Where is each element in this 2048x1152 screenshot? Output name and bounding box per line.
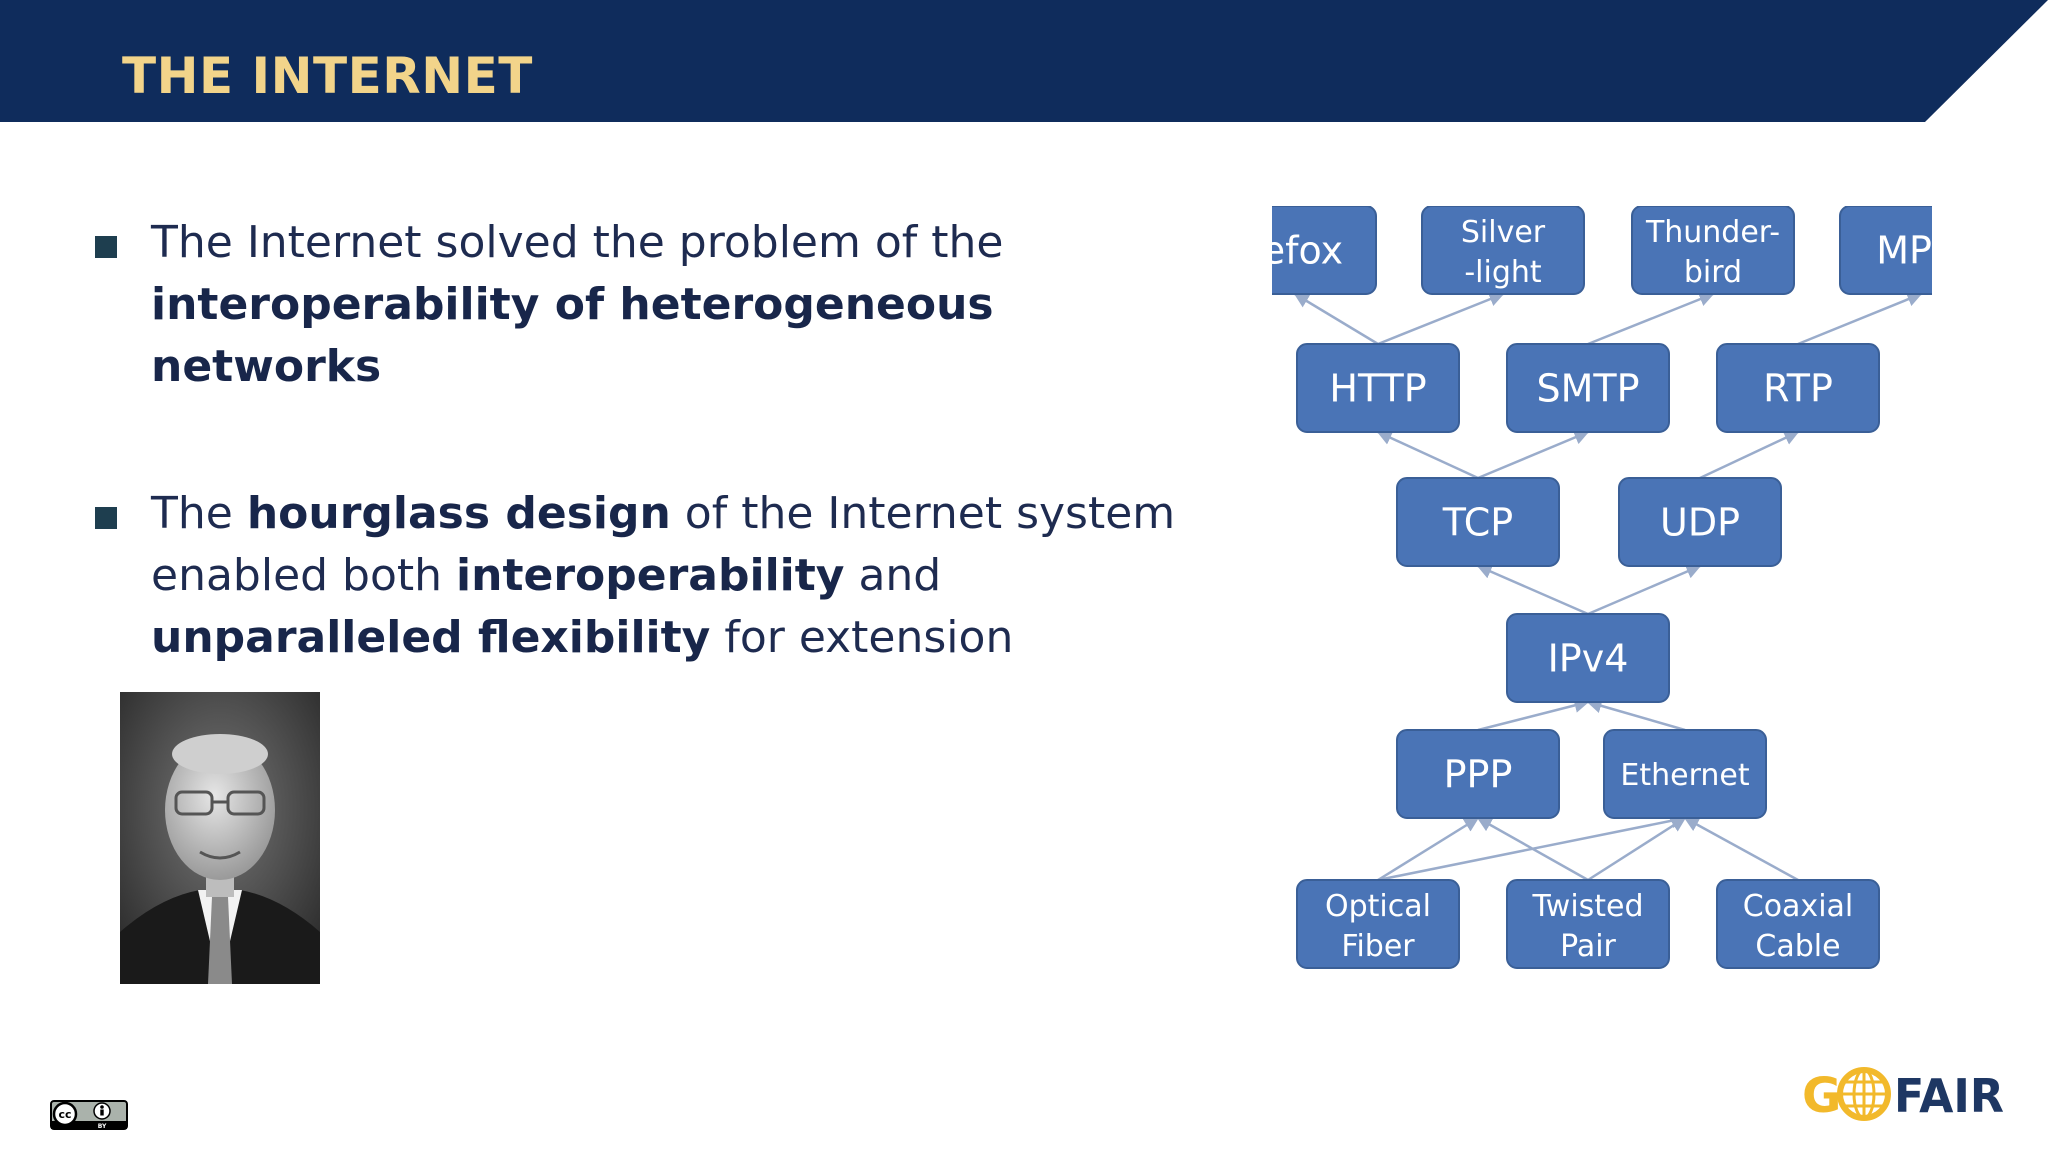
- node-box: [1506, 343, 1670, 433]
- node-smtp: SMTP: [1506, 343, 1670, 433]
- bullet-text: The Internet solved the problem of the i…: [151, 217, 1003, 392]
- node-box: [1421, 206, 1585, 295]
- bullet-text-run: for extension: [710, 612, 1014, 663]
- node-label: Cable: [1755, 929, 1840, 964]
- square-bullet-icon: [95, 236, 117, 258]
- node-box: [1506, 879, 1670, 969]
- bullet-text: The hourglass design of the Internet sys…: [151, 488, 1175, 663]
- edge-coaxial-cable-to-ethernet: [1683, 816, 1799, 882]
- portrait-photo: [120, 692, 320, 984]
- edge-optical-fiber-to-ethernet: [1377, 813, 1687, 882]
- edge-http-to-firefox: [1293, 292, 1379, 346]
- node-label: HTTP: [1329, 367, 1426, 411]
- bullet-text-bold: hourglass design: [246, 488, 671, 539]
- node-box: [1839, 206, 1932, 295]
- cc-mark: cc: [58, 1108, 71, 1121]
- node-rtp: RTP: [1716, 343, 1880, 433]
- node-label: Ethernet: [1620, 758, 1749, 793]
- bullet-text-bold: interoperability: [456, 550, 845, 601]
- node-label: MPla: [1876, 229, 1932, 273]
- edge-ppp-to-ipv4: [1477, 698, 1590, 732]
- node-box: [1631, 206, 1795, 295]
- header-band: [0, 0, 2048, 122]
- node-label: PPP: [1444, 753, 1513, 797]
- node-box: [1396, 477, 1560, 567]
- edge-ipv4-to-udp: [1587, 564, 1702, 616]
- edge-ipv4-to-tcp: [1476, 564, 1589, 616]
- node-thunderbird: Thunder-bird: [1631, 206, 1795, 295]
- bullet-list: The Internet solved the problem of the i…: [95, 212, 1195, 669]
- edge-twisted-pair-to-ethernet: [1587, 816, 1687, 882]
- node-label: SMTP: [1536, 367, 1639, 411]
- edge-http-to-silverlight: [1377, 292, 1505, 346]
- edge-ethernet-to-ipv4: [1586, 698, 1686, 732]
- bullet-item: The hourglass design of the Internet sys…: [95, 483, 1195, 669]
- node-box: [1618, 477, 1782, 567]
- bullet-text-run: The: [151, 488, 247, 539]
- node-label: Silver: [1461, 215, 1546, 250]
- logo-text-go: G: [1802, 1068, 1841, 1124]
- node-box: [1716, 879, 1880, 969]
- node-http: HTTP: [1296, 343, 1460, 433]
- node-box: [1296, 343, 1460, 433]
- node-box: [1506, 613, 1670, 703]
- node-label: Twisted: [1531, 889, 1643, 924]
- node-box: [1296, 879, 1460, 969]
- cc-by-label: BY: [98, 1123, 107, 1130]
- node-tcp: TCP: [1396, 477, 1560, 567]
- node-label: Fiber: [1341, 929, 1415, 964]
- node-label: Pair: [1560, 929, 1616, 964]
- node-udp: UDP: [1618, 477, 1782, 567]
- hourglass-diagram: refox Silver -light Thunder-bird MPlaHTTP SMT…: [1272, 206, 1932, 980]
- cc-by-license-icon: cc BY: [50, 1100, 128, 1130]
- node-label: Optical: [1325, 889, 1431, 924]
- node-label: Thunder-: [1645, 215, 1780, 250]
- node-box: [1716, 343, 1880, 433]
- edge-rtp-to-mplayer: [1797, 292, 1923, 346]
- node-label: bird: [1684, 255, 1742, 290]
- edge-optical-fiber-to-ppp: [1377, 816, 1480, 882]
- node-box: [1603, 729, 1767, 819]
- globe-icon: [1837, 1067, 1891, 1121]
- bullet-text-bold: interoperability of heterogeneous networ…: [151, 279, 994, 392]
- node-label: TCP: [1442, 501, 1513, 545]
- diagram-edges: [1293, 292, 1923, 882]
- node-mplayer: MPla: [1839, 206, 1932, 295]
- bullet-text-run: The Internet solved the problem of the: [151, 217, 1004, 268]
- bullet-text-run: of the Internet system enabled both: [151, 488, 1176, 601]
- node-box: [1272, 206, 1377, 295]
- bullet-item: The Internet solved the problem of the i…: [95, 212, 1195, 398]
- logo-text-fair: FAIR: [1894, 1069, 2004, 1123]
- node-firefox: refox: [1272, 206, 1377, 295]
- go-fair-logo: G FAIR: [1802, 1067, 2004, 1124]
- edge-udp-to-rtp: [1699, 430, 1800, 480]
- square-bullet-icon: [95, 507, 117, 529]
- node-label: UDP: [1660, 501, 1740, 545]
- node-ipv4: IPv4: [1506, 613, 1670, 703]
- node-silverlight: Silver -light: [1421, 206, 1585, 295]
- edge-tcp-to-smtp: [1477, 430, 1590, 480]
- node-label: Coaxial: [1743, 889, 1854, 924]
- node-label: IPv4: [1548, 637, 1629, 681]
- bullet-text-run: and: [844, 550, 942, 601]
- diagram-nodes: refox Silver -light Thunder-bird MPlaHTTP SMT…: [1272, 206, 1932, 969]
- bullet-text-bold: unparalleled flexibility: [151, 612, 711, 663]
- node-box: [1396, 729, 1560, 819]
- node-label: RTP: [1763, 367, 1833, 411]
- node-label: -light: [1464, 255, 1542, 290]
- node-label: refox: [1272, 229, 1343, 273]
- node-ethernet: Ethernet: [1603, 729, 1767, 819]
- slide-title: THE INTERNET: [122, 47, 533, 105]
- edge-smtp-to-thunderbird: [1587, 292, 1715, 346]
- edge-tcp-to-http: [1376, 430, 1479, 480]
- node-ppp: PPP: [1396, 729, 1560, 819]
